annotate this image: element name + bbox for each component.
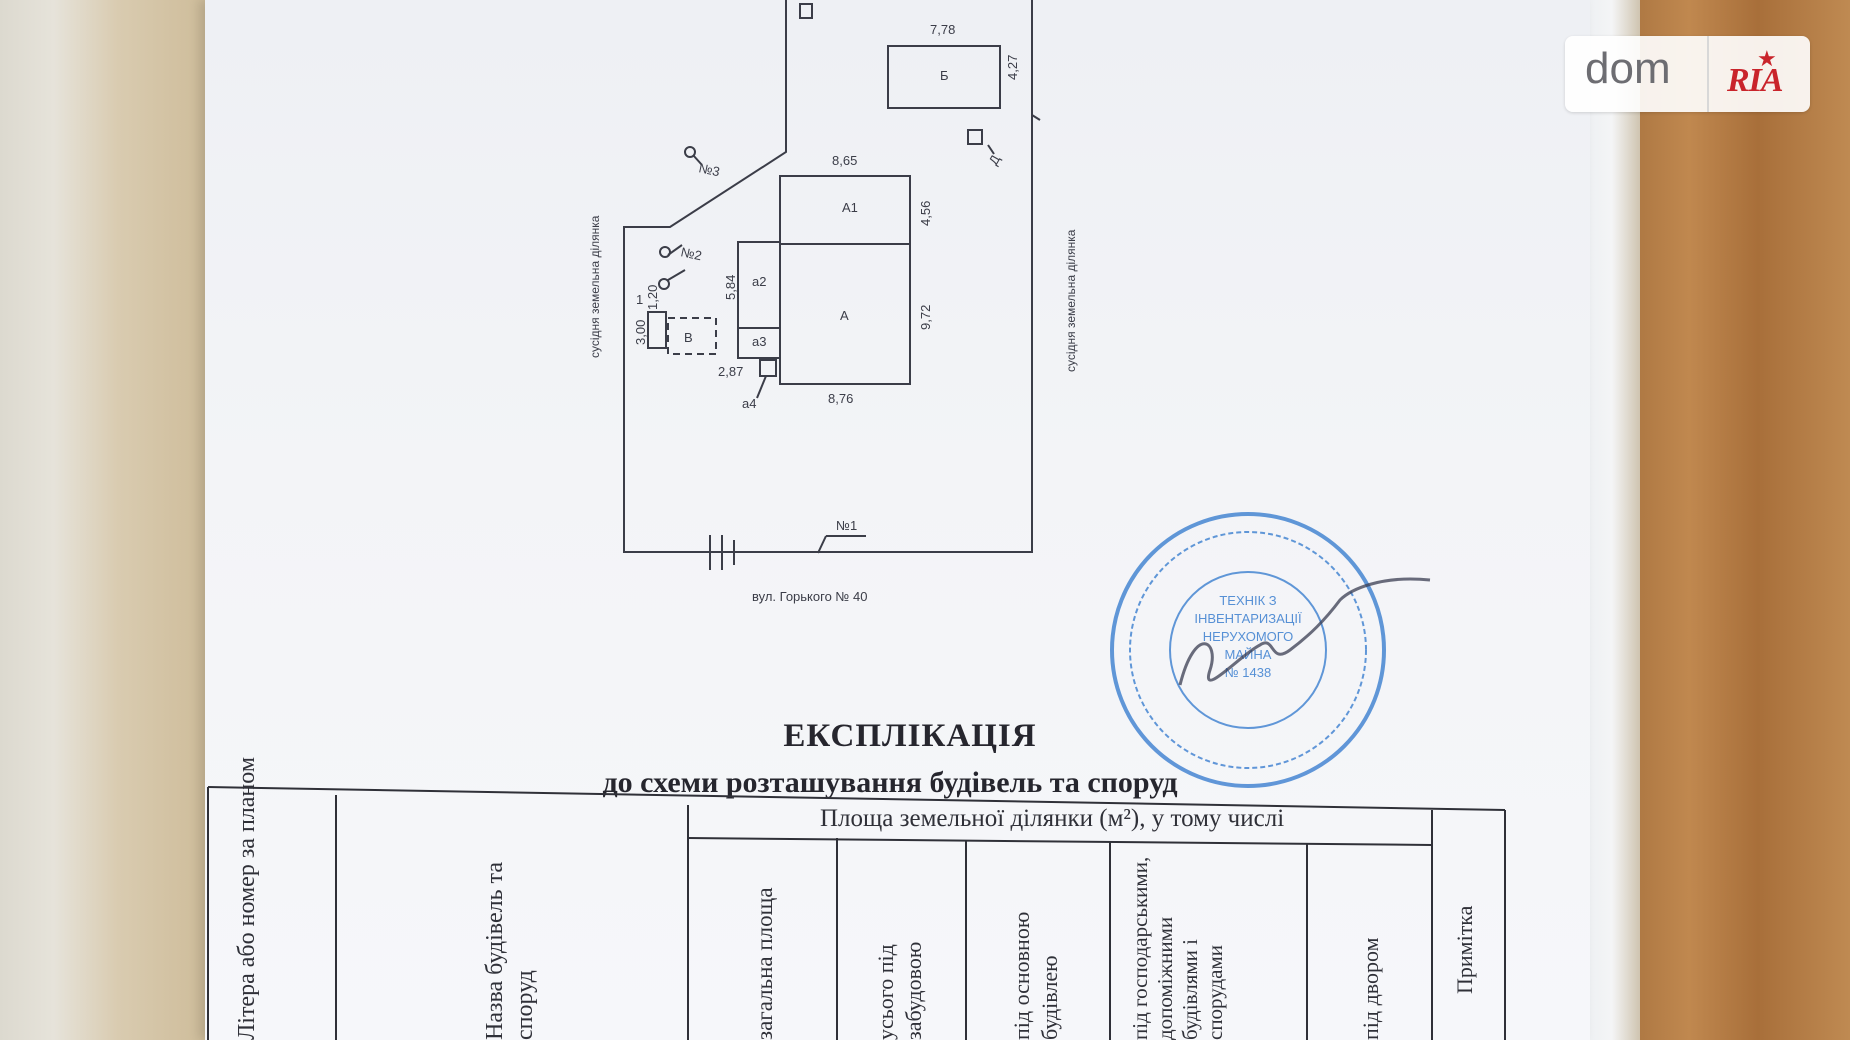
cardboard-background [0, 0, 215, 1040]
star-icon: ★ [1757, 46, 1777, 71]
col-building-name: Назва будівель та споруд [482, 862, 538, 1040]
dim-a1-height: 4,56 [918, 201, 933, 226]
dim-a4-width: 2,87 [718, 364, 743, 379]
label-b: Б [940, 68, 949, 83]
dim-a-bottom: 8,76 [828, 391, 853, 406]
area-column-group-header: Площа земельної ділянки (м²), у тому чис… [820, 805, 1285, 832]
watermark-ria-box: ★ RIA [1707, 36, 1812, 112]
col-auxiliary-buildings: під господарськими, допоміжними будівлям… [1128, 856, 1227, 1040]
dim-b-width: 7,78 [930, 22, 955, 37]
col-main-building: під основною будівлею [1009, 911, 1062, 1040]
street-label: вул. Горького № 40 [752, 589, 868, 604]
stamp-line-2: ІНВЕНТАРИЗАЦІЇ [1194, 611, 1302, 626]
col-note: Примітка [1452, 905, 1477, 994]
watermark-dom-text: dom [1585, 44, 1671, 93]
col-under-buildings: усього під забудовою [873, 941, 926, 1040]
col-yard: під двором [1358, 937, 1383, 1040]
label-a4: а4 [742, 396, 756, 411]
label-a2: а2 [752, 274, 766, 289]
label-v: В [684, 330, 693, 345]
lot-boundary [623, 0, 1033, 553]
building-a4 [759, 359, 777, 377]
building-v-small [647, 311, 667, 349]
wooden-table-background [1620, 0, 1850, 1040]
label-n3: №3 [697, 160, 721, 179]
dim-b-height: 4,27 [1005, 55, 1020, 80]
official-stamp: ТЕХНІК З ІНВЕНТАРИЗАЦІЇ НЕРУХОМОГО МАЙНА… [1110, 512, 1431, 788]
building-a3 [737, 327, 781, 359]
dim-a2-height: 5,84 [723, 275, 738, 300]
label-a: А [840, 308, 849, 323]
col-total-area: загальна площа [752, 887, 777, 1040]
col-letter-number: Літера або номер за планом [234, 756, 260, 1040]
building-d [967, 129, 983, 145]
stamp-line-3: НЕРУХОМОГО [1203, 629, 1293, 644]
signature [1178, 577, 1431, 686]
label-a1: А1 [842, 200, 858, 215]
dim-a1-width: 8,65 [832, 153, 857, 168]
dim-v-height: 3,00 [633, 320, 648, 345]
building-b [887, 45, 1001, 109]
dim-v-width: 1,20 [645, 285, 660, 310]
document-title: ЕКСПЛІКАЦІЯ [783, 718, 1037, 754]
dim-v-side: 1 [636, 292, 643, 307]
document-page [205, 0, 1590, 1040]
stamp-line-5: № 1438 [1225, 665, 1271, 680]
dim-a-height: 9,72 [918, 305, 933, 330]
label-a3: а3 [752, 334, 766, 349]
corner-marker [799, 3, 813, 19]
stamp-line-1: ТЕХНІК З [1219, 593, 1276, 608]
domria-watermark: dom ★ RIA [1565, 36, 1810, 112]
building-v [667, 317, 717, 355]
watermark-ria-text: RIA [1727, 62, 1784, 99]
label-n2: №2 [679, 244, 703, 263]
document-subtitle: до схеми розташування будівель та споруд [602, 766, 1178, 799]
label-n1: №1 [836, 518, 857, 533]
